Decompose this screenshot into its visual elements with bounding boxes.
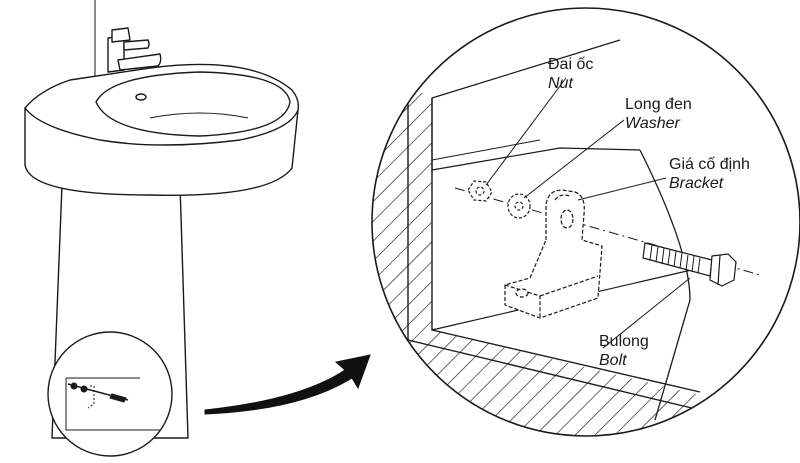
- faucet-lever: [111, 27, 131, 43]
- label-washer-vi: Long đen: [625, 96, 692, 113]
- washer-shape: [507, 193, 531, 219]
- zoom-arrow: [204, 354, 371, 415]
- bracket-shape: [504, 189, 603, 319]
- bolt-shape: [642, 242, 737, 287]
- label-washer: Long đen Washer: [625, 95, 692, 133]
- label-nut: Đai ốc Nut: [548, 55, 593, 93]
- label-bolt-en: Bolt: [599, 352, 627, 369]
- label-bracket-vi: Giá cố định: [669, 156, 750, 173]
- overflow-hole: [135, 93, 147, 101]
- label-washer-en: Washer: [625, 115, 680, 132]
- detail-callout-small: [47, 331, 173, 457]
- basin-bowl: [95, 71, 291, 137]
- label-bolt: Bulong Bolt: [599, 332, 649, 370]
- label-bracket-en: Bracket: [669, 175, 724, 192]
- label-bolt-vi: Bulong: [599, 333, 649, 350]
- label-nut-vi: Đai ốc: [548, 56, 594, 73]
- label-bracket: Giá cố định Bracket: [669, 155, 750, 193]
- leader-lines: [485, 77, 691, 349]
- faucet-spout: [123, 39, 150, 51]
- faucet-handle: [117, 53, 162, 71]
- wall-section-hatch: [372, 60, 700, 436]
- basin-drain-curve: [149, 112, 249, 119]
- nut-shape: [467, 180, 493, 202]
- detail-callout-large: [371, 7, 800, 437]
- label-nut-en: Nut: [548, 75, 573, 92]
